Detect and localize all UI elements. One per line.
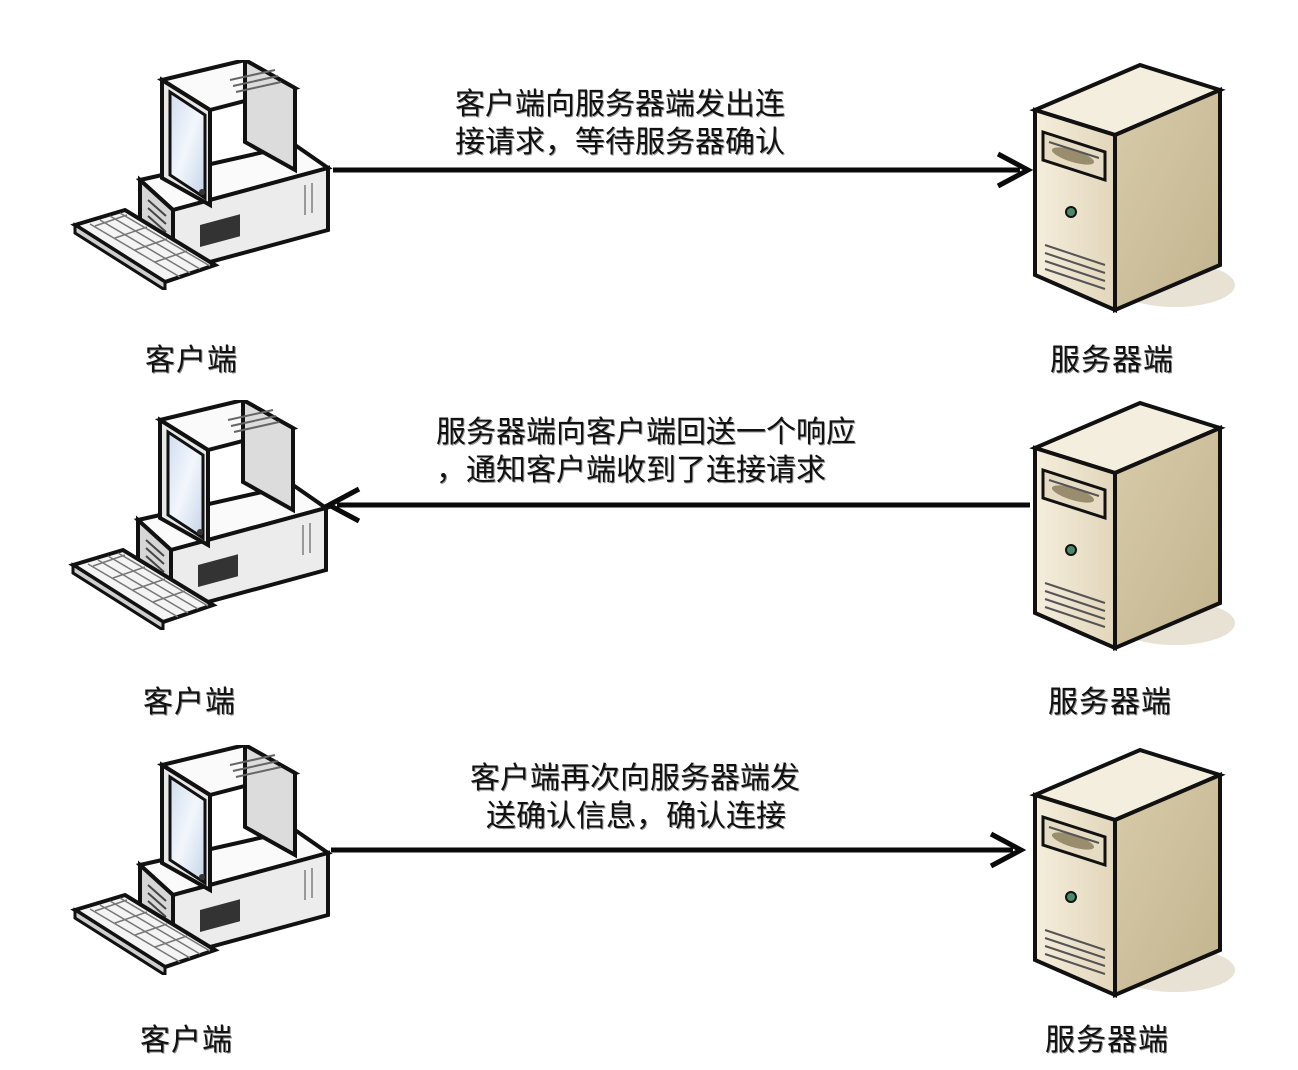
arrow-left	[323, 486, 1030, 524]
message-line-2: 接请求，等待服务器确认	[455, 125, 785, 160]
client-label: 客户端	[145, 343, 238, 378]
message-text: 客户端向服务器端发出连 接请求，等待服务器确认	[455, 86, 785, 162]
client-label: 客户端	[140, 1023, 233, 1058]
server-label: 服务器端	[1048, 685, 1172, 720]
server-label: 服务器端	[1050, 343, 1174, 378]
step-2: 客户端 服务器端 服务器端向客户端回送一个响应 ，通知客户端收到了连接请求	[0, 0, 1298, 720]
arrow-right	[331, 831, 1027, 869]
message-line-1: 服务器端向客户端回送一个响应	[436, 415, 856, 450]
client-computer-icon	[70, 745, 340, 975]
server-label: 服务器端	[1045, 1023, 1169, 1058]
client-label: 客户端	[143, 685, 236, 720]
message-line-2: 送确认信息，确认连接	[486, 799, 786, 834]
message-text: 客户端再次向服务器端发 送确认信息，确认连接	[470, 760, 800, 836]
server-icon	[1025, 398, 1235, 658]
message-line-1: 客户端再次向服务器端发	[470, 761, 800, 796]
server-icon	[1025, 745, 1235, 1005]
message-line-2: ，通知客户端收到了连接请求	[436, 453, 826, 488]
arrow-right	[333, 151, 1034, 189]
step-1: 客户端 服务器端 客户端向服务器端发出连 接请求，等待服务器确认	[0, 0, 1298, 378]
client-computer-icon	[68, 400, 338, 630]
message-line-1: 客户端向服务器端发出连	[455, 87, 785, 122]
message-text: 服务器端向客户端回送一个响应 ，通知客户端收到了连接请求	[436, 414, 856, 490]
